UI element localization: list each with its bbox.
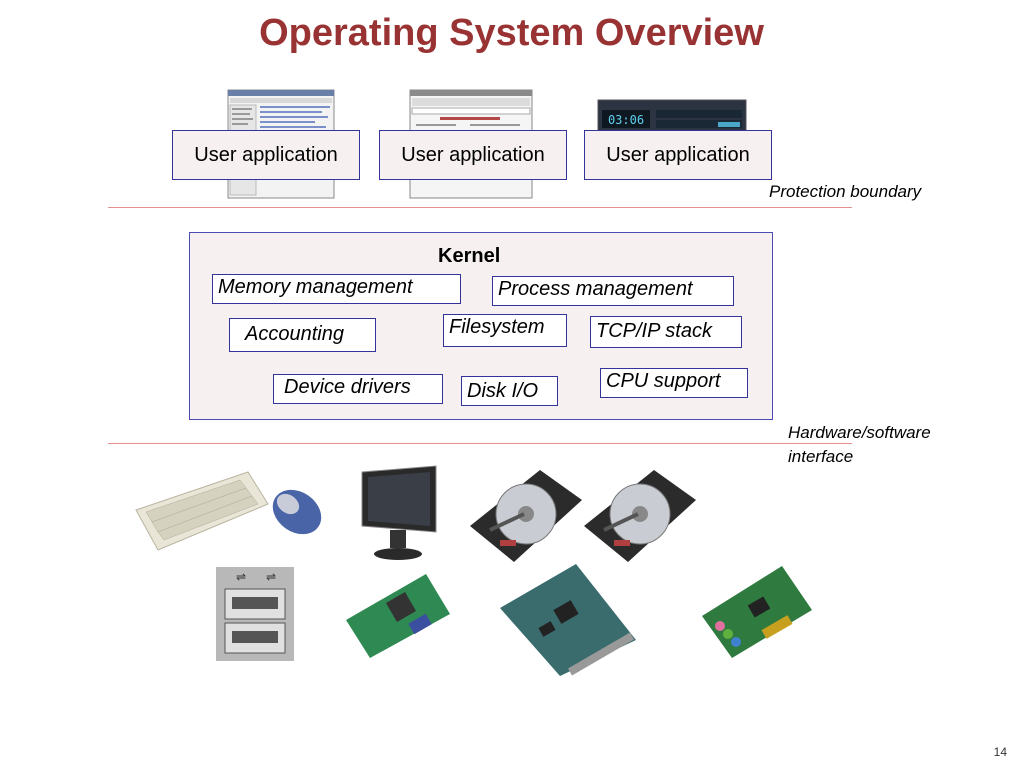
- filesystem-box: Filesystem: [443, 314, 567, 347]
- svg-text:⇌: ⇌: [266, 570, 276, 584]
- user-application-box-1: User application: [172, 130, 360, 180]
- graphics-card-image: [346, 574, 450, 658]
- memory-management-box: Memory management: [212, 274, 461, 304]
- hard-disk-image-1: [470, 470, 582, 562]
- mouse-image: [272, 489, 322, 535]
- hard-disk-image-2: [584, 470, 696, 562]
- process-management-box: Process management: [492, 276, 734, 306]
- kernel-title: Kernel: [438, 245, 501, 267]
- network-card-image: [500, 564, 636, 676]
- hardware-software-interface-line: [108, 443, 852, 444]
- protection-boundary-label: Protection boundary: [769, 182, 922, 201]
- disk-io-box: Disk I/O: [461, 376, 558, 406]
- hardware-software-interface-label: Hardware/software interface: [788, 423, 931, 466]
- user-application-box-3: User application: [584, 130, 772, 180]
- svg-text:⇌: ⇌: [236, 570, 246, 584]
- monitor-image: [361, 465, 437, 560]
- device-drivers-box: Device drivers: [273, 374, 443, 404]
- accounting-box: Accounting: [229, 318, 376, 352]
- cpu-support-box: CPU support: [600, 368, 748, 398]
- usb-ports-image: ⇌ ⇌: [216, 567, 294, 661]
- app-screenshot-3: 03:06: [597, 99, 747, 133]
- page-number: 14: [993, 745, 1007, 759]
- sound-card-image: [702, 566, 812, 658]
- tcp-ip-stack-box: TCP/IP stack: [590, 316, 742, 348]
- user-application-box-2: User application: [379, 130, 567, 180]
- slide-title: Operating System Overview: [259, 12, 764, 54]
- keyboard-image: [135, 471, 269, 551]
- app-display-time: 03:06: [608, 113, 644, 127]
- protection-boundary-line: [108, 207, 852, 208]
